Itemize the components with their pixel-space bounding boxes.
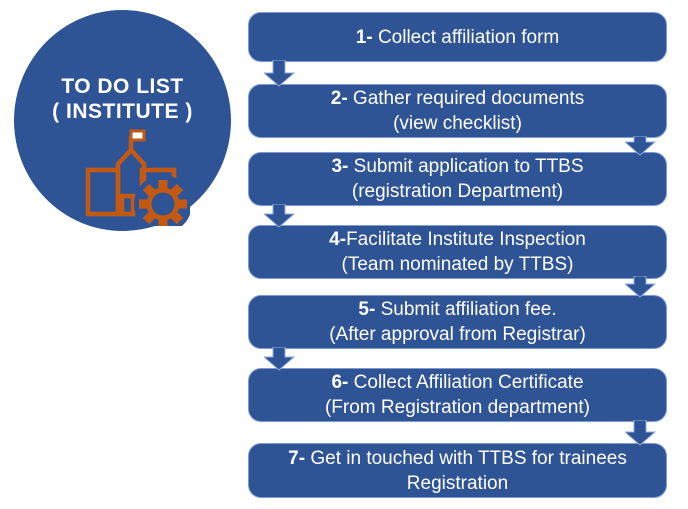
step-subtext: Registration [406,472,509,494]
step-text: 5- Submit affiliation fee. [358,299,557,320]
step-box-7: 7- Get in touched with TTBS for trainees… [248,443,667,498]
step-text: 4-Facilitate Institute Inspection [329,229,586,250]
step-box-4: 4-Facilitate Institute Inspection (Team … [248,225,667,279]
step-box-1: 1- Collect affiliation form [248,12,667,62]
flag-icon [129,129,146,142]
badge-subtitle: ( INSTITUTE ) [52,100,193,123]
step-text: 1- Collect affiliation form [355,26,560,48]
step-text: 3- Submit application to TTBS [331,156,584,177]
down-arrow-icon [625,420,656,446]
step-text: 7- Get in touched with TTBS for trainees [288,447,627,469]
down-arrow-icon [625,276,656,298]
step-subtext: (Team nominated by TTBS) [341,254,574,275]
step-text: 2- Gather required documents [330,88,585,109]
down-arrow-icon [264,204,295,228]
down-arrow-icon [264,60,295,87]
todo-circle-badge: TO DO LIST ( INSTITUTE ) [14,10,231,231]
step-box-6: 6- Collect Affiliation Certificate (From… [248,368,667,422]
institute-building-icon [85,129,190,226]
down-arrow-icon [264,347,295,371]
down-arrow-icon [625,136,656,156]
step-subtext: (view checklist) [393,113,522,134]
gear-icon [134,175,190,226]
step-box-5: 5- Submit affiliation fee. (After approv… [248,295,667,349]
step-text: 6- Collect Affiliation Certificate [331,372,584,393]
step-box-2: 2- Gather required documents (view check… [248,84,667,138]
step-subtext: (After approval from Registrar) [329,324,586,345]
step-subtext: (registration Department) [351,181,564,202]
step-box-3: 3- Submit application to TTBS (registrat… [248,152,667,206]
step-subtext: (From Registration department) [324,397,591,418]
badge-title: TO DO LIST [61,75,184,98]
